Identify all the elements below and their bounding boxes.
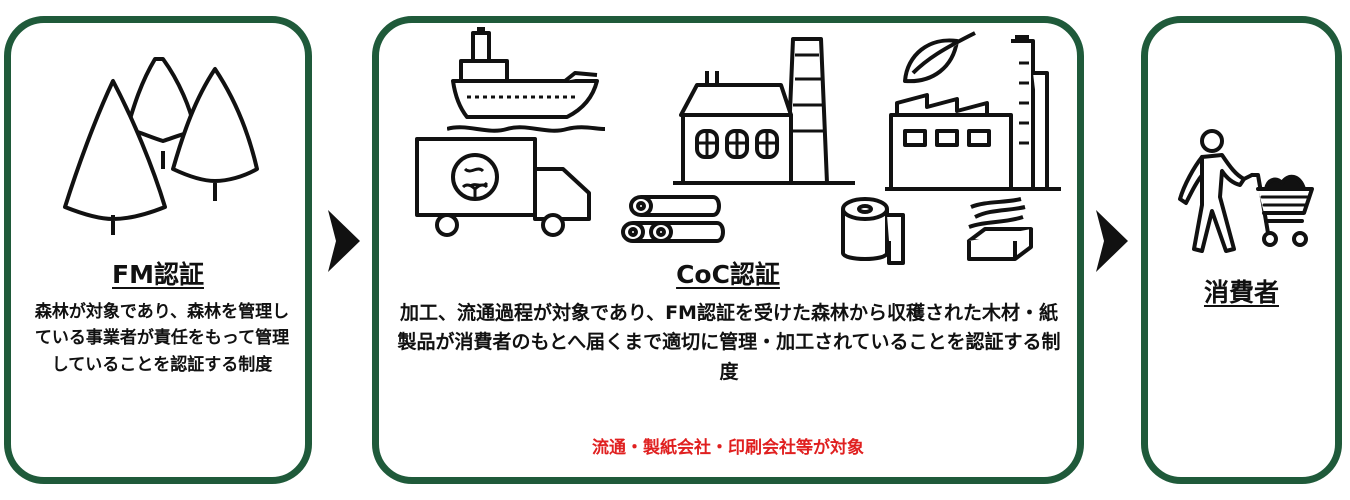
coc-panel: CoC認証 加工、流通過程が対象であり、FM認証を受けた森林から収穫された木材・… [372, 16, 1084, 484]
coc-heading: CoC認証 [676, 260, 780, 289]
consumer-panel: 消費者 [1141, 16, 1342, 484]
chevron-right-icon [328, 210, 360, 272]
paper-mill-icon [885, 35, 1061, 191]
fm-panel: FM認証 森林が対象であり、森林を管理している事業者が責任をもって管理しているこ… [4, 16, 312, 484]
fm-description: 森林が対象であり、森林を管理している事業者が責任をもって管理していることを認証す… [34, 302, 290, 375]
coc-description: 加工、流通過程が対象であり、FM認証を受けた森林から収穫された木材・紙製品が消費… [397, 302, 1061, 383]
trees-icon [63, 57, 259, 235]
paper-roll-icon [841, 197, 905, 265]
consumer-heading: 消費者 [1203, 278, 1279, 307]
factory-icon [673, 37, 855, 185]
paper-stack-icon [967, 197, 1033, 261]
truck-icon [415, 137, 591, 237]
leaf-icon [903, 31, 976, 84]
ship-icon [447, 27, 606, 133]
fm-heading: FM認証 [112, 260, 204, 289]
coc-target-note: 流通・製紙会社・印刷会社等が対象 [592, 438, 864, 458]
shopper-icon [1178, 129, 1314, 253]
chevron-right-icon [1096, 210, 1128, 272]
logs-icon [621, 195, 725, 243]
